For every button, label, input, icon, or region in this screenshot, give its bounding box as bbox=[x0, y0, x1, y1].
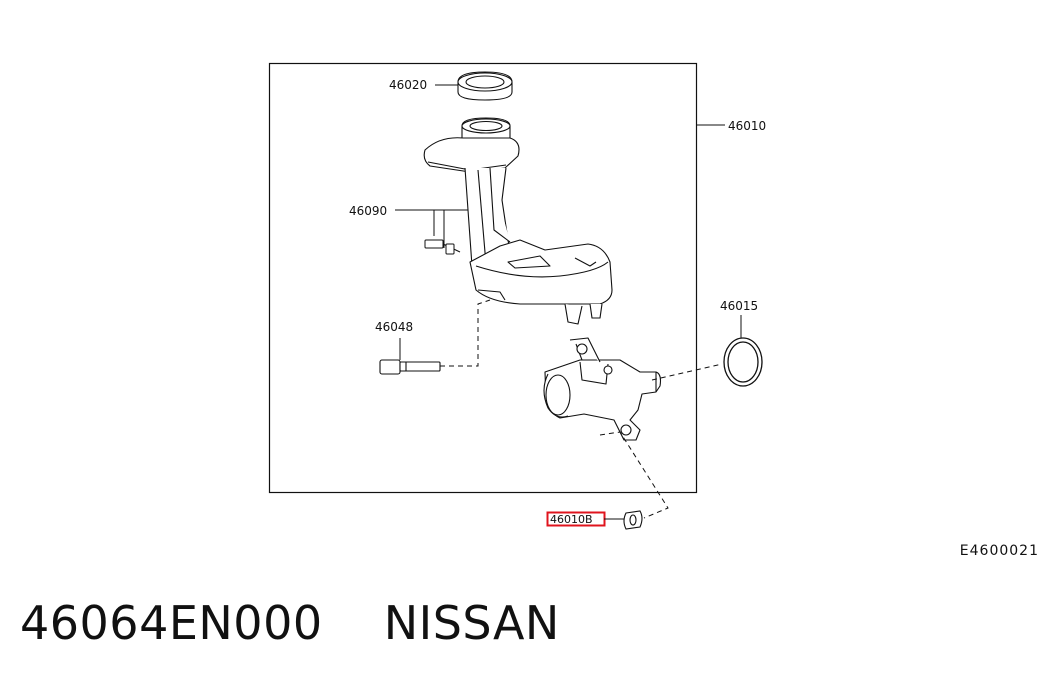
master-cylinder-drawing bbox=[543, 337, 662, 441]
brand-name: NISSAN bbox=[383, 596, 560, 650]
o-ring-drawing bbox=[723, 337, 763, 387]
parts-diagram: 46020 46010 46090 46048 bbox=[268, 62, 766, 530]
part-number: 46064EN000 bbox=[20, 596, 323, 650]
diagram-code: E4600021 bbox=[959, 543, 1039, 559]
reservoir-grommet-drawing bbox=[424, 239, 461, 255]
callout-46090: 46090 bbox=[349, 204, 387, 218]
flange-nut-drawing bbox=[623, 510, 643, 530]
callout-46010b[interactable]: 46010B bbox=[550, 513, 593, 526]
level-sensor-drawing bbox=[379, 359, 441, 375]
callout-46020: 46020 bbox=[389, 78, 427, 92]
assembly-frame bbox=[268, 62, 698, 494]
callout-46010: 46010 bbox=[728, 119, 766, 133]
reservoir-tank-drawing bbox=[423, 117, 613, 325]
part-caption: 46064EN000 NISSAN bbox=[20, 596, 560, 650]
reservoir-cap-drawing bbox=[457, 71, 513, 101]
callout-46048: 46048 bbox=[375, 320, 413, 334]
callout-46015: 46015 bbox=[720, 299, 758, 313]
